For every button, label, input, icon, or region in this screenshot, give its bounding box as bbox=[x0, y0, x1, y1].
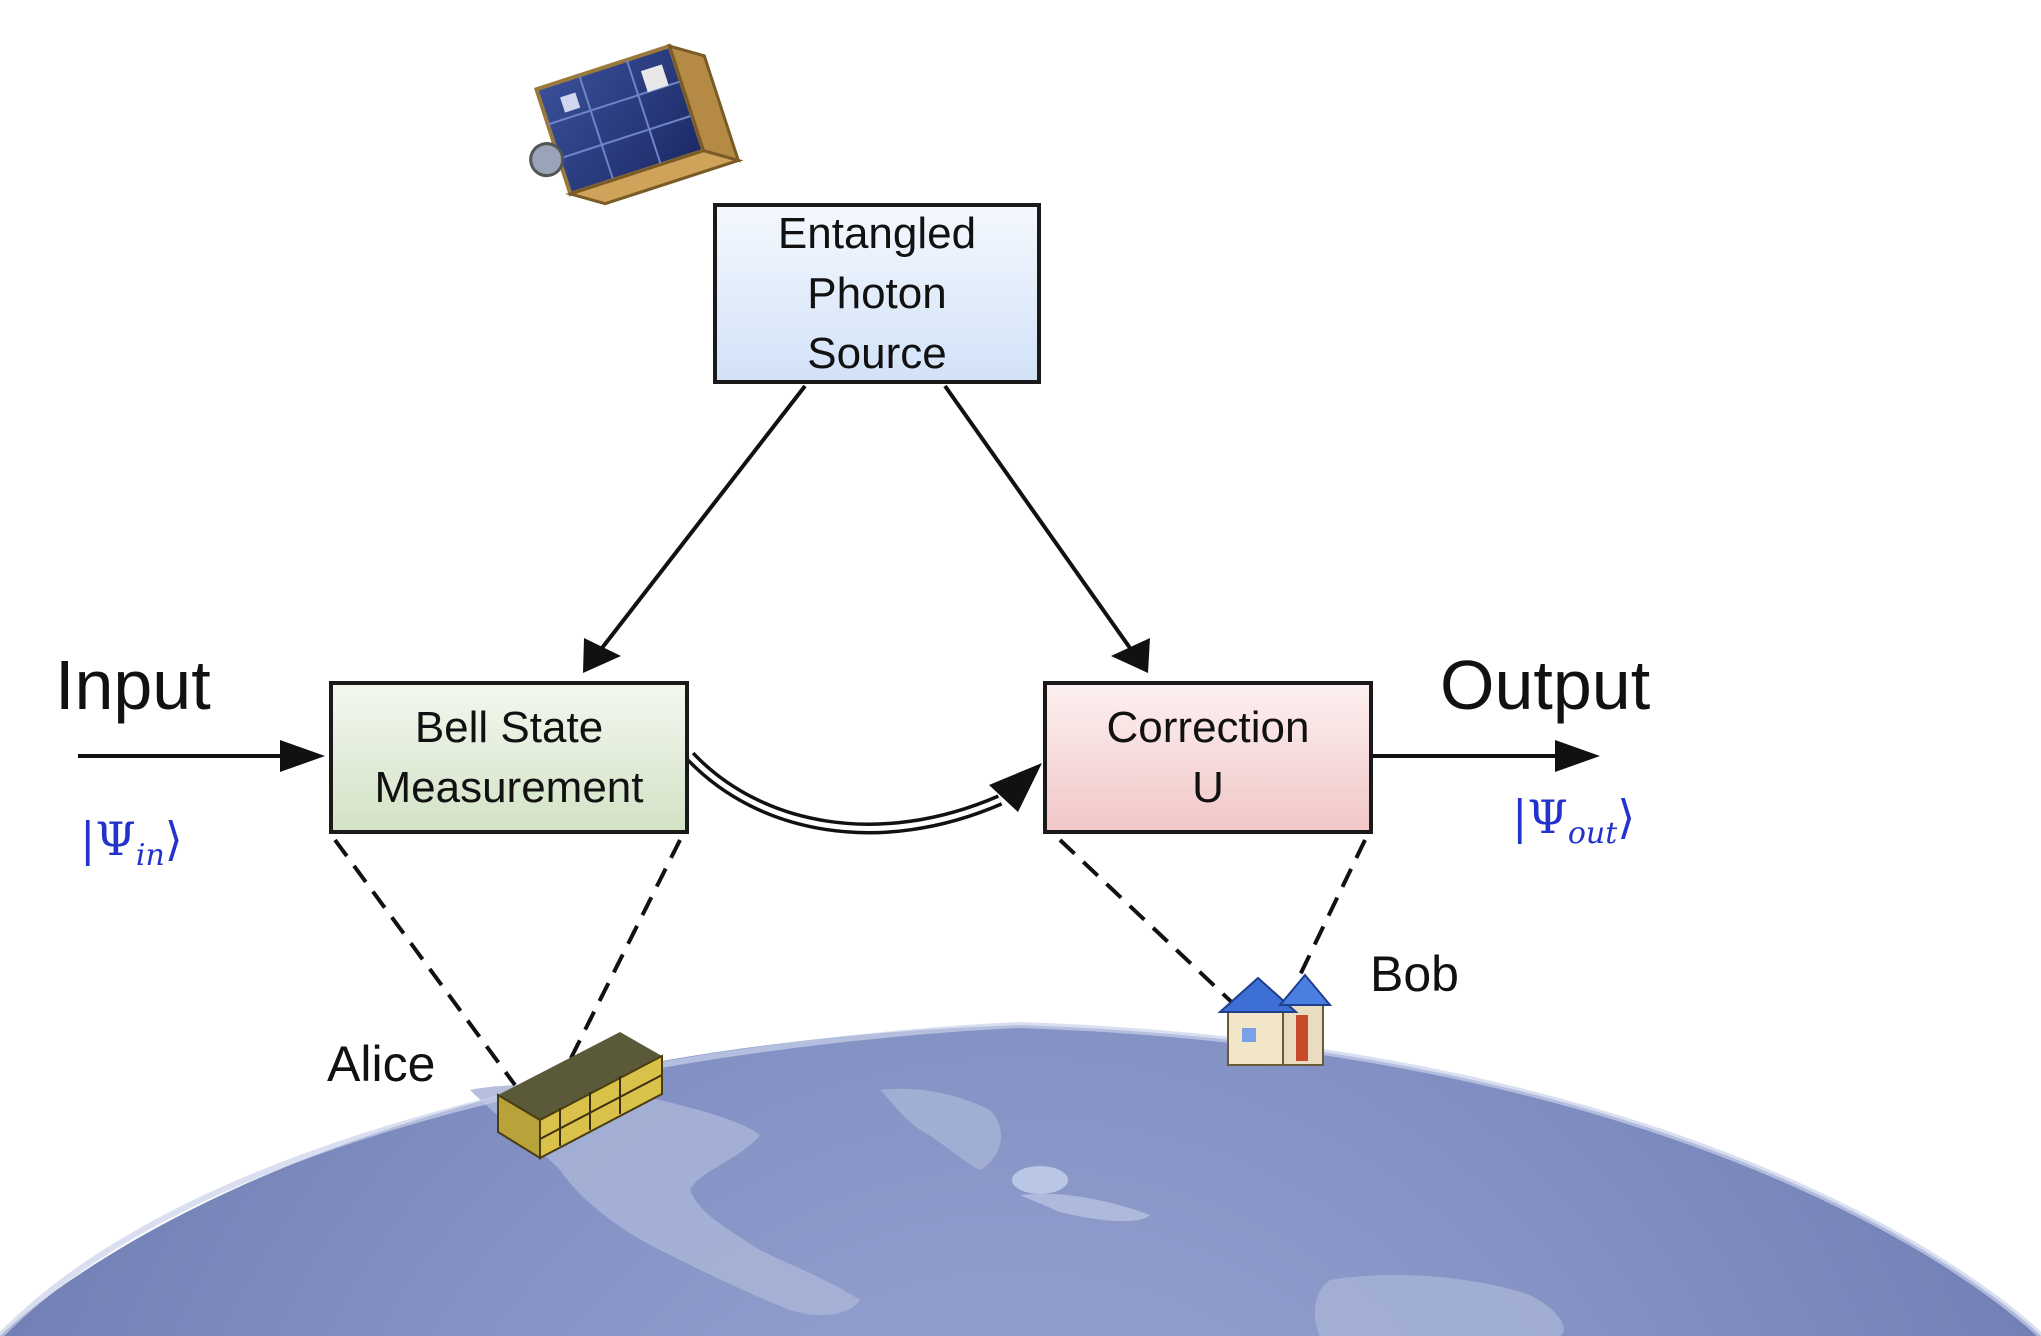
alice-building-icon bbox=[497, 1032, 663, 1160]
psi-symbol: Ψ bbox=[1527, 790, 1568, 844]
earth-rim-highlight bbox=[0, 1021, 2041, 1336]
bob-dashed-lines bbox=[1058, 838, 1367, 1012]
source-line-2: Photon bbox=[807, 268, 947, 318]
classical-channel-arrow bbox=[685, 751, 1042, 835]
bahamas-shallows bbox=[1012, 1166, 1068, 1194]
alice-dashed-lines bbox=[333, 838, 682, 1087]
source-line-1: Entangled bbox=[777, 208, 977, 258]
bsm-line-2: Measurement bbox=[374, 762, 644, 812]
arrow-source-to-correction bbox=[943, 384, 1150, 673]
correction-box: Correction U bbox=[1043, 681, 1373, 834]
entangled-photon-source-box: Entangled Photon Source bbox=[713, 203, 1041, 384]
satellite-icon bbox=[529, 43, 744, 206]
continent-south-america bbox=[1314, 1275, 1564, 1336]
correction-line-1: Correction bbox=[1106, 702, 1310, 752]
ket-angle: ⟩ bbox=[1617, 790, 1636, 844]
psi-out-state: |Ψout⟩ bbox=[1512, 790, 1636, 851]
output-arrow bbox=[1373, 740, 1600, 772]
bob-house-icon bbox=[1217, 973, 1333, 1066]
input-arrow bbox=[78, 740, 325, 772]
bell-state-measurement-box: Bell State Measurement bbox=[329, 681, 689, 834]
ket-bar: | bbox=[1512, 790, 1528, 844]
island-cuba bbox=[1020, 1193, 1150, 1222]
psi-subscript: out bbox=[1567, 816, 1618, 851]
psi-subscript: in bbox=[135, 838, 165, 873]
psi-symbol: Ψ bbox=[95, 812, 136, 866]
output-label: Output bbox=[1440, 646, 1651, 724]
earth-globe bbox=[0, 1021, 2041, 1336]
continent-florida bbox=[880, 1088, 1001, 1170]
correction-line-2: U bbox=[1192, 762, 1224, 812]
psi-in-state: |Ψin⟩ bbox=[80, 812, 183, 873]
alice-label: Alice bbox=[327, 1036, 436, 1092]
input-label: Input bbox=[55, 646, 211, 724]
bob-label: Bob bbox=[1370, 946, 1459, 1002]
ket-bar: | bbox=[80, 812, 96, 866]
source-line-3: Source bbox=[807, 328, 947, 378]
bsm-line-1: Bell State bbox=[414, 702, 604, 752]
arrow-source-to-bsm bbox=[583, 384, 807, 673]
ket-angle: ⟩ bbox=[164, 812, 183, 866]
